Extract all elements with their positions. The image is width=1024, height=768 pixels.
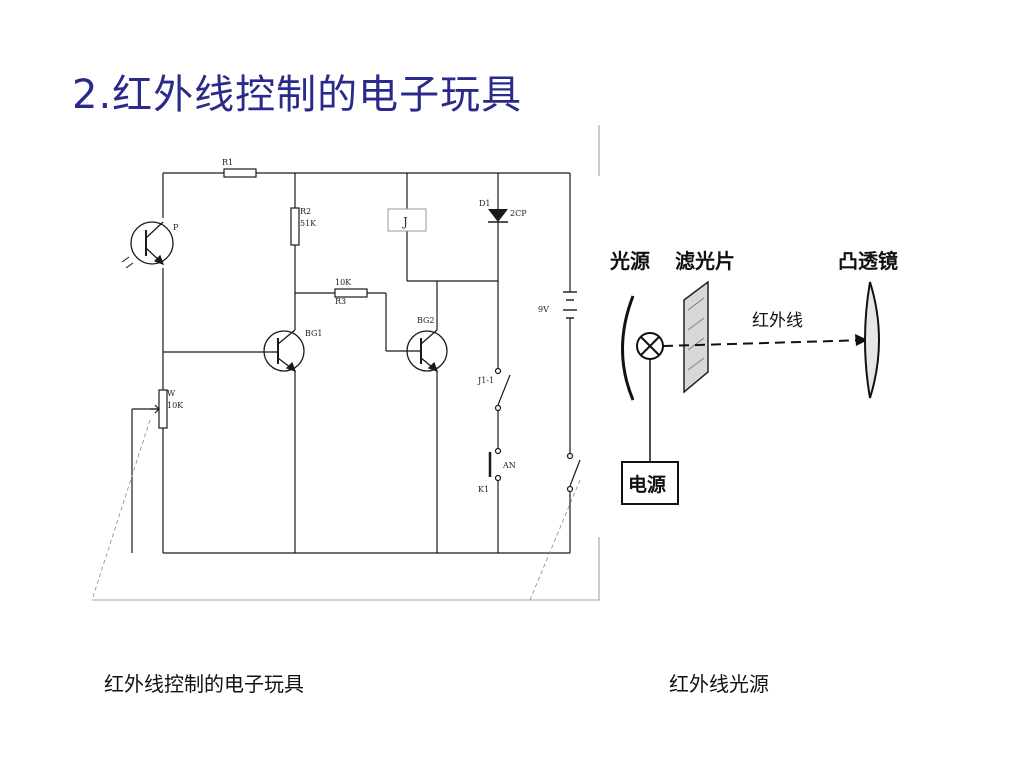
resistor-r3 xyxy=(334,288,368,298)
slide-title: 2.红外线控制的电子玩具 xyxy=(72,72,523,118)
infrared-beam xyxy=(662,339,869,347)
output-switch xyxy=(566,452,581,493)
label-w: W xyxy=(167,389,176,398)
potentiometer-wiper xyxy=(150,404,160,414)
caption-left: 红外线控制的电子玩具 xyxy=(104,672,304,696)
label-relay-j: J xyxy=(401,215,408,229)
label-w-value: 10K xyxy=(167,401,184,410)
label-d1-type: 2CP xyxy=(510,209,527,218)
reflector-arc xyxy=(621,295,635,401)
label-j1-1: J1-1 xyxy=(477,376,494,385)
caption-right: 红外线光源 xyxy=(669,672,769,696)
battery-9v xyxy=(563,291,577,319)
label-r1: R1 xyxy=(222,158,233,167)
label-power: 电源 xyxy=(628,473,666,496)
power-box xyxy=(621,461,679,505)
label-filter: 滤光片 xyxy=(675,249,735,273)
phototransistor-p xyxy=(121,221,174,269)
beam-arrow-icon xyxy=(855,334,868,346)
transistor-bg2 xyxy=(406,329,448,373)
label-bg1: BG1 xyxy=(305,329,323,338)
push-button-an xyxy=(488,447,502,482)
label-d1: D1 xyxy=(479,199,491,208)
label-k1: K1 xyxy=(478,485,489,494)
label-r3: R3 xyxy=(335,297,346,306)
label-r3-value: 10K xyxy=(335,278,352,287)
relay-contact-j1-1 xyxy=(494,367,511,412)
label-p: P xyxy=(173,223,179,232)
label-bg2: BG2 xyxy=(417,316,435,325)
label-an: AN xyxy=(502,461,516,470)
convex-lens xyxy=(864,281,880,399)
label-infrared: 红外线 xyxy=(752,311,803,331)
label-r2-value: 51K xyxy=(300,219,317,228)
transistor-bg1 xyxy=(263,329,305,373)
resistor-r2 xyxy=(290,207,300,246)
diode-d1 xyxy=(488,209,508,223)
label-lens: 凸透镜 xyxy=(838,249,898,273)
label-light-source: 光源 xyxy=(609,249,650,273)
dashed-guide-lines xyxy=(91,419,581,601)
relay-j xyxy=(387,208,427,232)
label-r2: R2 xyxy=(300,207,311,216)
resistor-r1 xyxy=(223,168,257,178)
circuit-wires xyxy=(131,172,571,554)
filter-plate xyxy=(683,280,709,394)
label-battery: 9V xyxy=(538,305,549,314)
